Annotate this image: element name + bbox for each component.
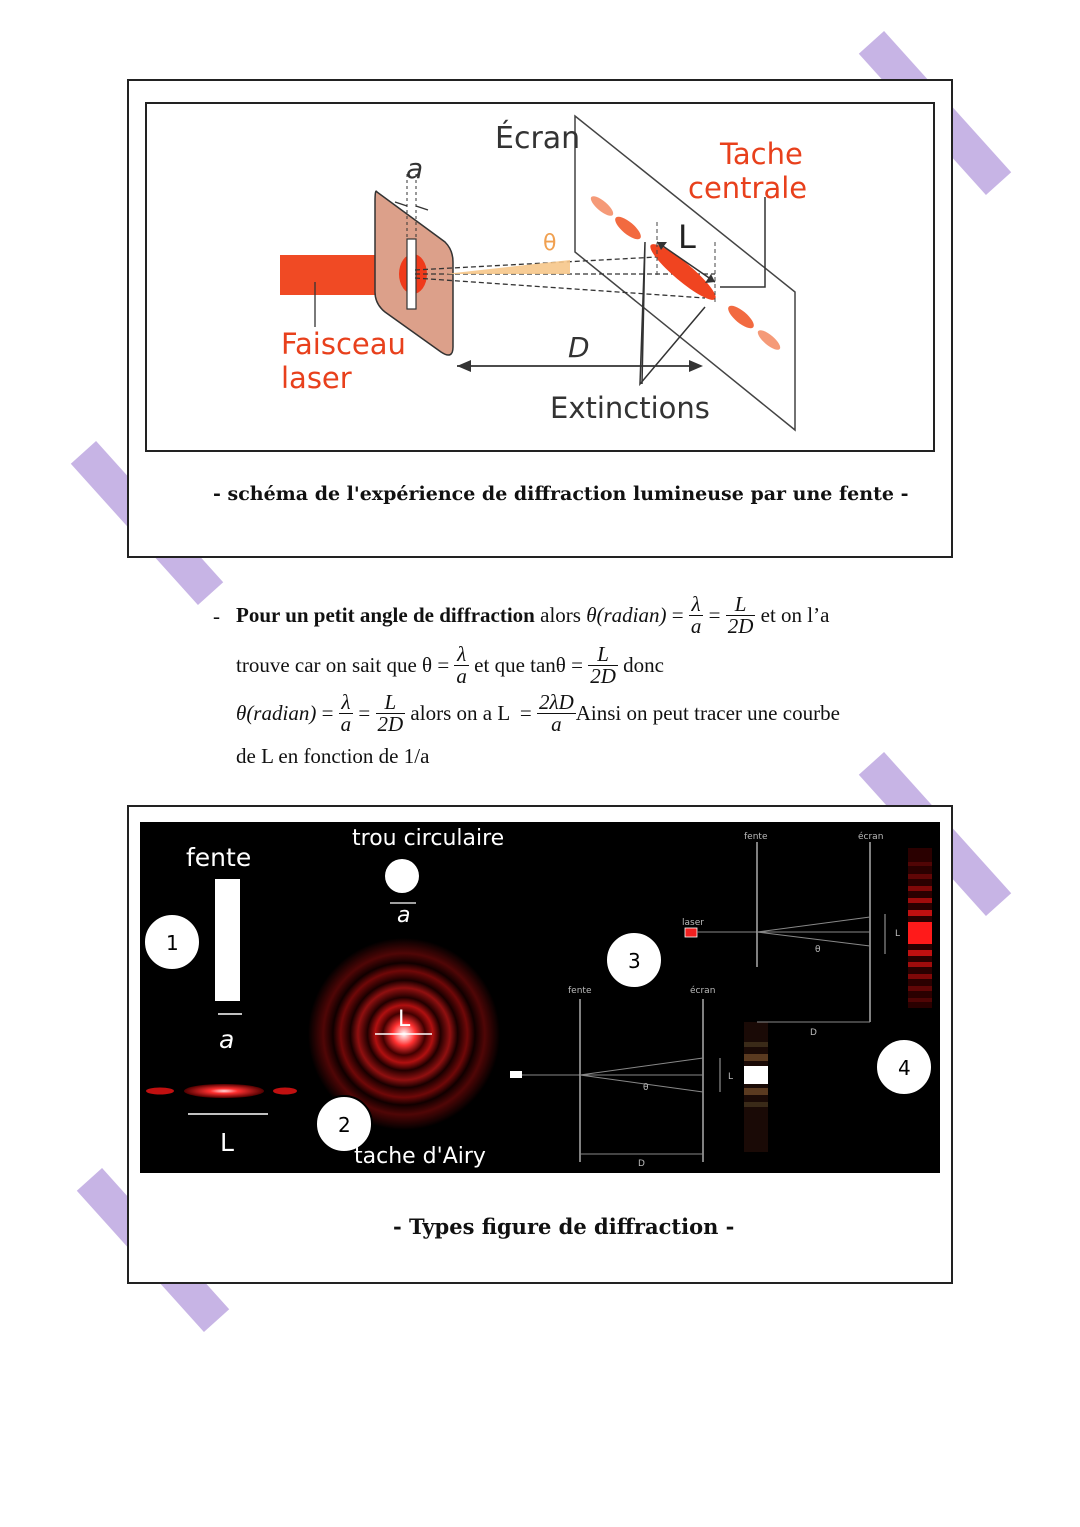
p3-number: 3 xyxy=(628,949,641,973)
p3-D: D xyxy=(638,1159,645,1169)
p2-number: 2 xyxy=(338,1113,351,1137)
p4-L: L xyxy=(895,929,900,939)
p4-D: D xyxy=(810,1028,817,1038)
paragraph-line1: Pour un petit angle de diffraction alors… xyxy=(236,591,830,638)
p4-fente: fente xyxy=(744,832,768,842)
diffraction-types-panel: fente 1 a L trou circulaire a L 2 tache … xyxy=(140,822,940,1173)
p2-number-badge xyxy=(315,1095,373,1153)
label-extinctions: Extinctions xyxy=(550,391,710,425)
figure1-inner-frame xyxy=(145,102,935,452)
p2-a: a xyxy=(397,903,410,928)
p2-L: L xyxy=(398,1007,411,1032)
p1-number-badge xyxy=(143,913,201,971)
p1-a: a xyxy=(219,1025,234,1054)
p3-ecran: écran xyxy=(690,985,715,996)
label-theta: θ xyxy=(543,231,556,256)
slit xyxy=(406,238,417,310)
label-laser: laser xyxy=(281,361,352,395)
figure1-frame xyxy=(127,79,953,558)
figure2-caption: - Types figure de diffraction - xyxy=(393,1214,735,1239)
p3-L: L xyxy=(728,1072,733,1082)
p4-theta: θ xyxy=(815,945,821,955)
p2-caption: tache d'Airy xyxy=(354,1144,486,1169)
paragraph-line4: de L en fonction de 1/a xyxy=(236,744,430,768)
p4-ecran: écran xyxy=(858,831,883,842)
label-tache-centrale-1: Tache xyxy=(719,137,803,171)
p1-central-fringe xyxy=(184,1084,264,1098)
p1-title: fente xyxy=(186,843,251,872)
p1-L: L xyxy=(220,1128,234,1157)
p3-number-badge xyxy=(605,931,663,989)
p3-theta: θ xyxy=(643,1083,649,1093)
p1-number: 1 xyxy=(166,931,179,955)
line1-bold: Pour un petit angle de diffraction xyxy=(236,602,535,627)
label-L: L xyxy=(678,218,696,256)
p4-laser: laser xyxy=(682,918,704,928)
p1-slit xyxy=(215,879,240,1001)
figure1-caption: - schéma de l'expérience de diffraction … xyxy=(213,483,909,505)
p2-title: trou circulaire xyxy=(352,826,504,851)
central-spot xyxy=(650,244,716,300)
bullet: - xyxy=(213,604,220,628)
label-tache-centrale-2: centrale xyxy=(688,171,807,205)
diffraction-schematic: Écran a Tache centrale θ L Faisceau lase… xyxy=(280,114,807,432)
p2-hole xyxy=(385,859,419,893)
p3-fente: fente xyxy=(568,986,592,996)
p4-number: 4 xyxy=(898,1056,911,1080)
p3-fringe-strip xyxy=(744,1022,768,1152)
label-a: a xyxy=(406,152,423,185)
theta-angle-wedge xyxy=(445,260,570,274)
p4-fringe-strip xyxy=(908,848,932,1008)
label-ecran: Écran xyxy=(495,120,580,156)
label-D: D xyxy=(568,331,590,364)
label-faisceau: Faisceau xyxy=(281,327,406,361)
p4-number-badge xyxy=(875,1038,933,1096)
